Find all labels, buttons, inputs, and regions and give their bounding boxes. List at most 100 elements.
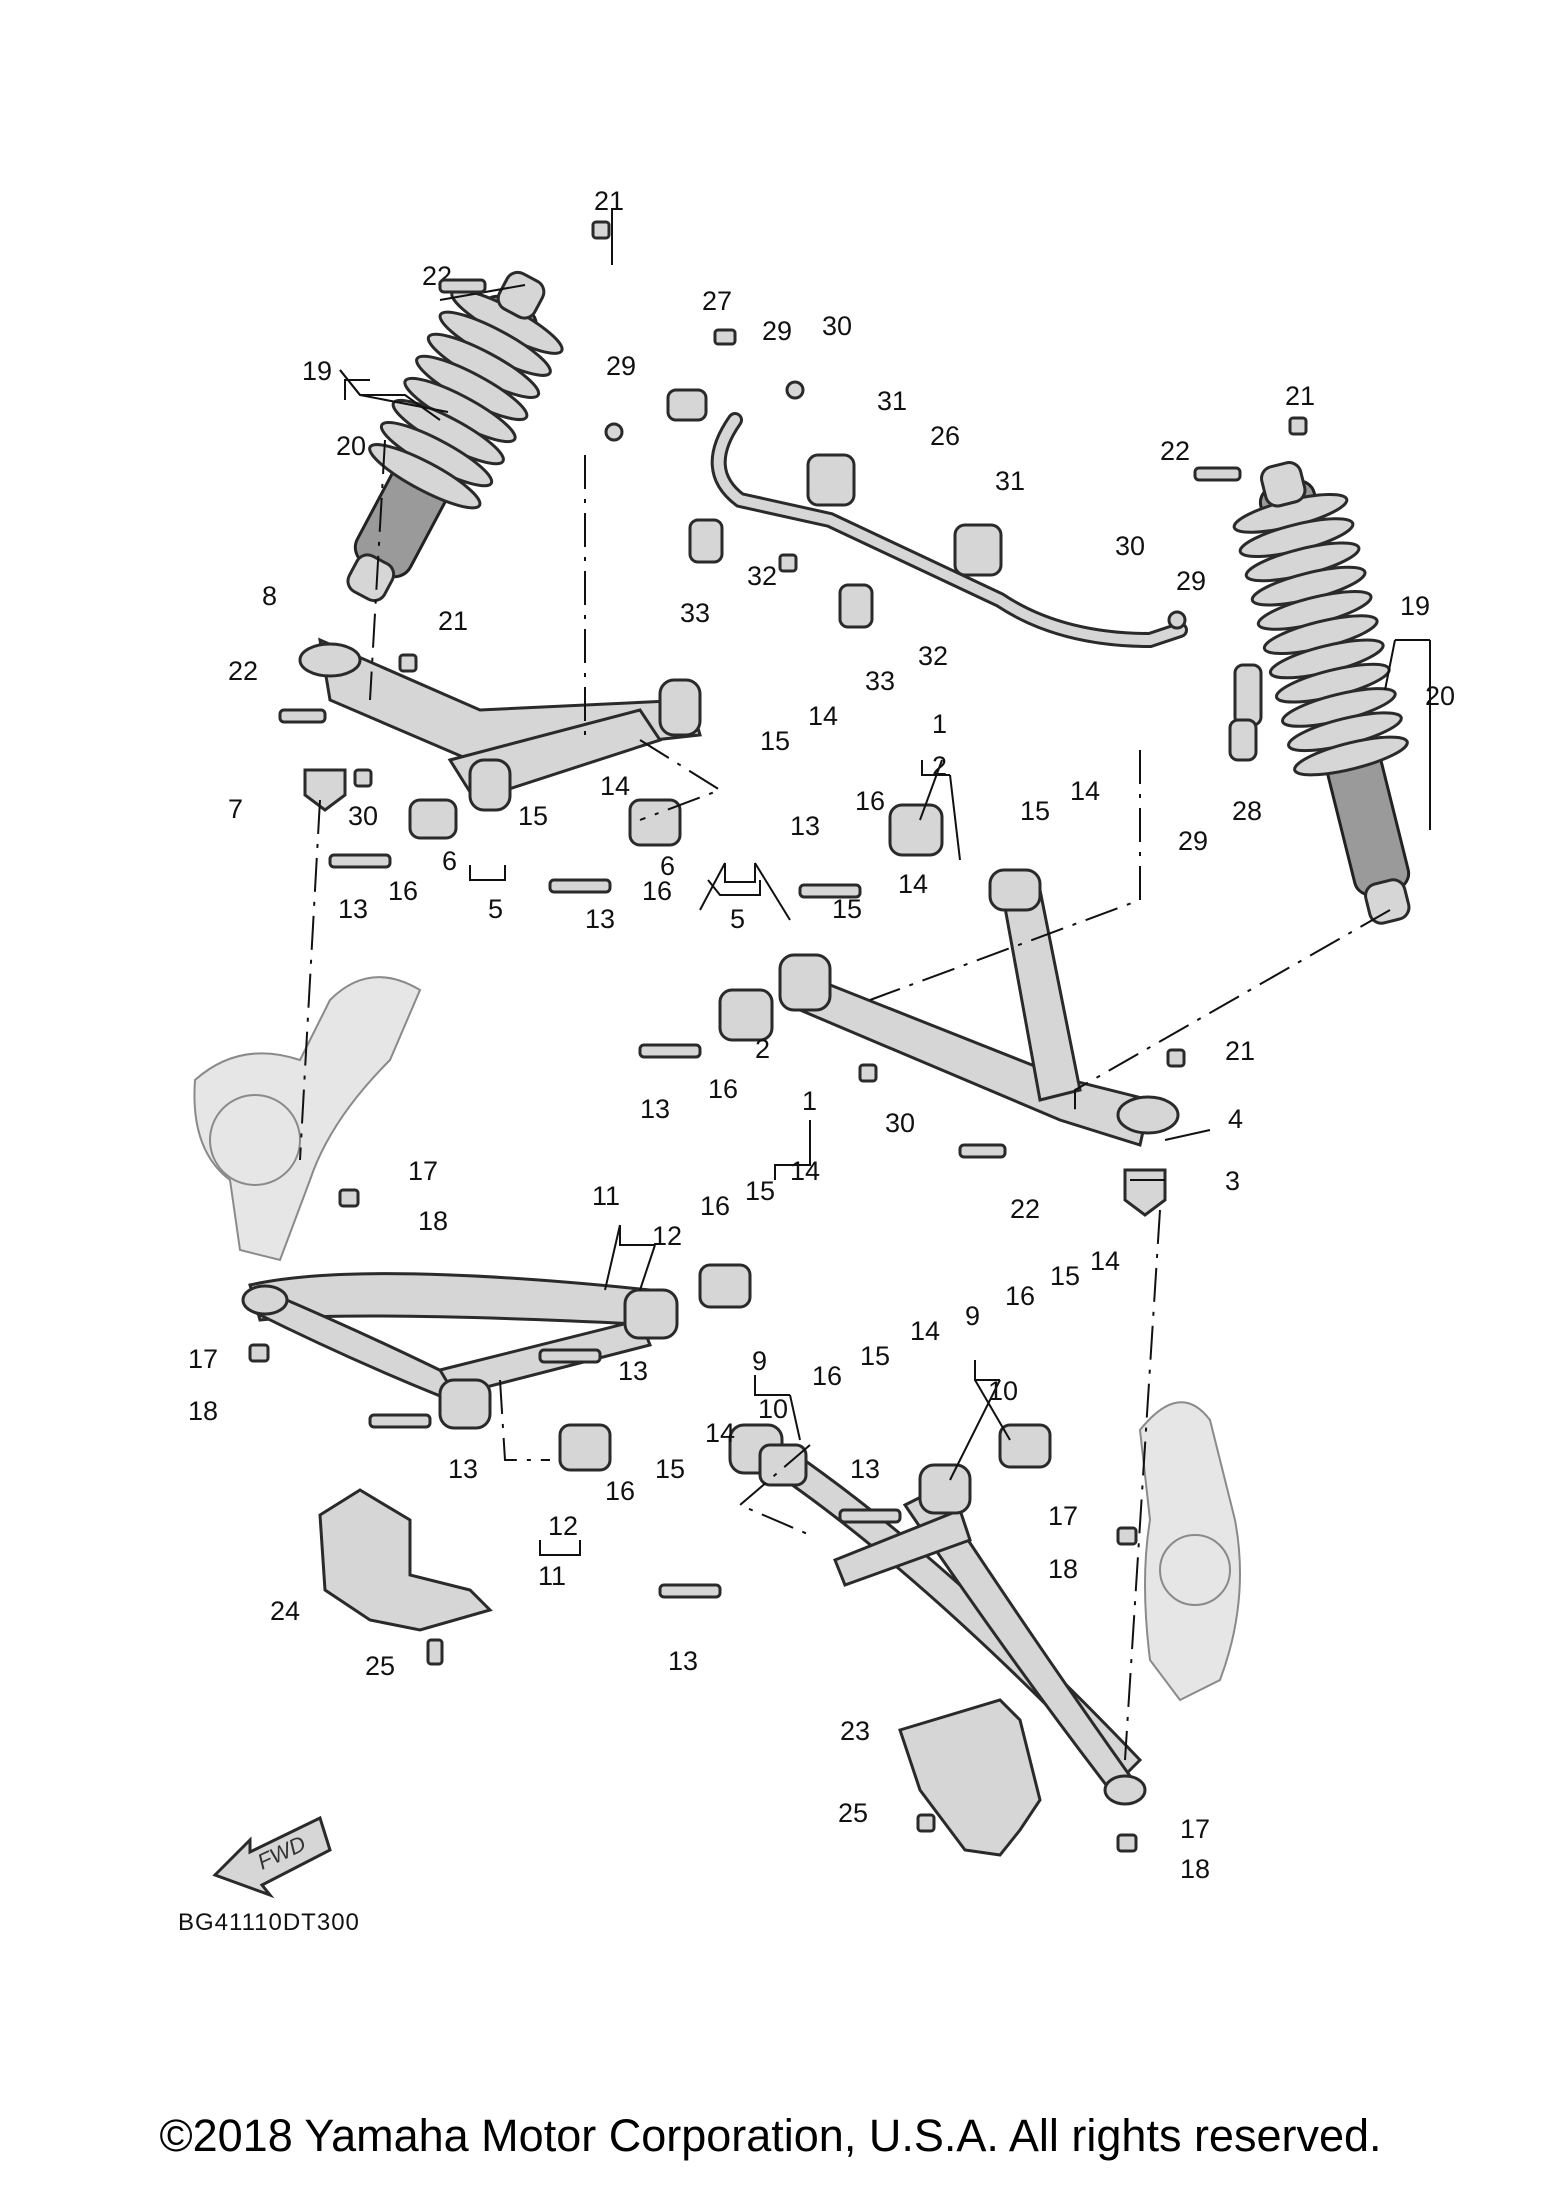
- callout-15: 15: [1050, 1261, 1080, 1291]
- callout-14: 14: [1070, 776, 1100, 806]
- callout-21: 21: [594, 186, 624, 216]
- callout-14: 14: [705, 1418, 735, 1448]
- upper-right-arm: [718, 803, 1180, 1217]
- callout-31: 31: [995, 466, 1025, 496]
- callout-26: 26: [930, 421, 960, 451]
- callout-8: 8: [262, 581, 277, 611]
- callout-11: 11: [592, 1181, 620, 1211]
- callout-29: 29: [1176, 566, 1206, 596]
- callout-29: 29: [606, 351, 636, 381]
- right-shock-absorber: [1232, 461, 1411, 925]
- lower-left-arm: [241, 1263, 752, 1472]
- callout-14: 14: [898, 869, 928, 899]
- callout-2: 2: [932, 751, 947, 781]
- callout-30: 30: [885, 1108, 915, 1138]
- callout-11: 11: [538, 1561, 566, 1591]
- callout-30: 30: [822, 311, 852, 341]
- callout-22: 22: [228, 656, 258, 686]
- callout-30: 30: [1115, 531, 1145, 561]
- callout-16: 16: [605, 1476, 635, 1506]
- callout-15: 15: [745, 1176, 775, 1206]
- callout-20: 20: [1425, 681, 1455, 711]
- callout-29: 29: [1178, 826, 1208, 856]
- callout-22: 22: [1010, 1194, 1040, 1224]
- callout-17: 17: [1180, 1814, 1210, 1844]
- callout-5: 5: [730, 904, 745, 934]
- upper-left-arm: [298, 637, 702, 847]
- callout-33: 33: [865, 666, 895, 696]
- callout-16: 16: [1005, 1281, 1035, 1311]
- callout-15: 15: [860, 1341, 890, 1371]
- callout-15: 15: [518, 801, 548, 831]
- callout-6: 6: [442, 846, 457, 876]
- callout-13: 13: [338, 894, 368, 924]
- callout-13: 13: [640, 1094, 670, 1124]
- leader-lines: [299, 208, 1431, 1761]
- callout-1: 1: [932, 709, 947, 739]
- callout-25: 25: [365, 1651, 395, 1681]
- callout-21: 21: [438, 606, 468, 636]
- callout-20: 20: [336, 431, 366, 461]
- callout-2: 2: [755, 1034, 770, 1064]
- callout-15: 15: [832, 894, 862, 924]
- callout-19: 19: [1400, 591, 1430, 621]
- callout-13: 13: [448, 1454, 478, 1484]
- callout-32: 32: [918, 641, 948, 671]
- left-knuckle: [193, 976, 422, 1262]
- callout-16: 16: [388, 876, 418, 906]
- callout-16: 16: [642, 876, 672, 906]
- callout-17: 17: [1048, 1501, 1078, 1531]
- callout-17: 17: [408, 1156, 438, 1186]
- callout-33: 33: [680, 598, 710, 628]
- callout-9: 9: [752, 1346, 767, 1376]
- callout-22: 22: [1160, 436, 1190, 466]
- left-guard: [318, 1488, 493, 1632]
- copyright-notice: ©2018 Yamaha Motor Corporation, U.S.A. A…: [159, 2110, 1382, 2161]
- stabilizer-bar: [666, 388, 1263, 762]
- callout-15: 15: [1020, 796, 1050, 826]
- callout-7: 7: [228, 794, 243, 824]
- callout-18: 18: [188, 1396, 218, 1426]
- callout-28: 28: [1232, 796, 1262, 826]
- callout-31: 31: [877, 386, 907, 416]
- callout-27: 27: [702, 286, 732, 316]
- callout-12: 12: [548, 1511, 578, 1541]
- callout-13: 13: [668, 1646, 698, 1676]
- callout-24: 24: [270, 1596, 300, 1626]
- callout-17: 17: [188, 1344, 218, 1374]
- callout-16: 16: [708, 1074, 738, 1104]
- callout-14: 14: [790, 1156, 820, 1186]
- callout-6: 6: [660, 851, 675, 881]
- right-knuckle: [1138, 1401, 1241, 1702]
- callout-25: 25: [838, 1798, 868, 1828]
- callout-13: 13: [790, 811, 820, 841]
- fwd-arrow-icon: FWD: [212, 1815, 332, 1899]
- callout-10: 10: [758, 1394, 788, 1424]
- callout-13: 13: [585, 904, 615, 934]
- callout-5: 5: [488, 894, 503, 924]
- callout-15: 15: [655, 1454, 685, 1484]
- callout-30: 30: [348, 801, 378, 831]
- callout-18: 18: [1048, 1554, 1078, 1584]
- callout-23: 23: [840, 1716, 870, 1746]
- callout-labels: 21 22 27 29 29 19 20 30 31 26 31 32 33 2…: [188, 186, 1455, 1884]
- callout-13: 13: [618, 1356, 648, 1386]
- callout-16: 16: [700, 1191, 730, 1221]
- callout-21: 21: [1285, 381, 1315, 411]
- callout-32: 32: [747, 561, 777, 591]
- callout-12: 12: [652, 1221, 682, 1251]
- callout-1: 1: [802, 1086, 817, 1116]
- callout-14: 14: [808, 701, 838, 731]
- callout-13: 13: [850, 1454, 880, 1484]
- callout-16: 16: [855, 786, 885, 816]
- callout-14: 14: [600, 771, 630, 801]
- fasteners: [248, 220, 1308, 1853]
- callout-29: 29: [762, 316, 792, 346]
- callout-19: 19: [302, 356, 332, 386]
- callout-3: 3: [1225, 1166, 1240, 1196]
- callout-18: 18: [1180, 1854, 1210, 1884]
- callout-18: 18: [418, 1206, 448, 1236]
- left-shock-absorber: [346, 270, 564, 603]
- callout-14: 14: [910, 1316, 940, 1346]
